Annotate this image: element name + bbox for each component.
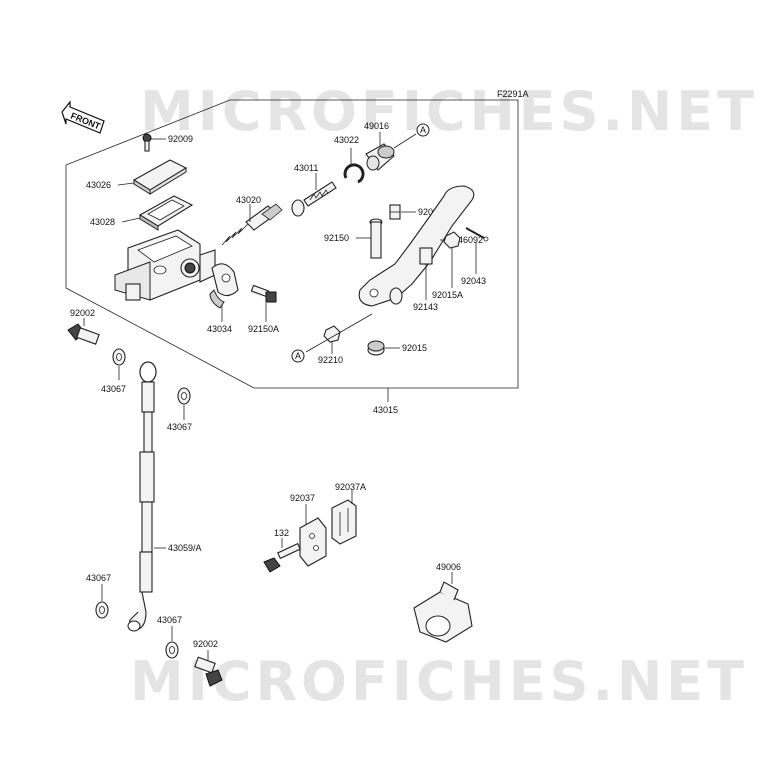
pivot-bolt-92150[interactable] bbox=[369, 218, 383, 259]
label-92002-top: 92002 bbox=[70, 308, 95, 318]
label-92043: 92043 bbox=[461, 276, 486, 286]
circlip-43022[interactable] bbox=[343, 163, 365, 184]
label-43067-b: 43067 bbox=[167, 422, 192, 432]
label-92150: 92150 bbox=[324, 233, 349, 243]
nut-92015[interactable] bbox=[367, 340, 385, 356]
label-49006: 49006 bbox=[436, 562, 461, 572]
watermark-top: MICROFICHES.NET bbox=[140, 80, 758, 143]
label-46092: 46092 bbox=[458, 235, 483, 245]
clamp-43034[interactable] bbox=[209, 263, 239, 309]
washer-43067-d[interactable] bbox=[165, 641, 179, 659]
assembly-outline bbox=[65, 99, 519, 389]
adjuster-92028[interactable] bbox=[389, 204, 401, 220]
screw-92009[interactable] bbox=[142, 133, 152, 152]
label-43026: 43026 bbox=[86, 180, 111, 190]
label-92028: 92028 bbox=[418, 207, 443, 217]
washer-43067-c[interactable] bbox=[95, 601, 109, 619]
watermark-bottom: MICROFICHES.NET bbox=[130, 650, 748, 713]
label-43034: 43034 bbox=[207, 324, 232, 334]
label-92002-bottom: 92002 bbox=[193, 639, 218, 649]
svg-text:A: A bbox=[420, 125, 426, 135]
label-43067-d: 43067 bbox=[157, 615, 182, 625]
label-92210: 92210 bbox=[318, 355, 343, 365]
cotter-pin-92043[interactable] bbox=[465, 227, 489, 242]
washer-43067-a[interactable] bbox=[112, 348, 126, 366]
label-43011: 43011 bbox=[294, 163, 318, 173]
bolt-132[interactable] bbox=[263, 542, 301, 573]
bolt-92150A[interactable] bbox=[250, 284, 277, 303]
holder-49006[interactable] bbox=[413, 581, 473, 643]
svg-text:A: A bbox=[295, 351, 301, 361]
label-92143: 92143 bbox=[413, 302, 438, 312]
bolt-43011[interactable] bbox=[291, 181, 337, 217]
label-92037: 92037 bbox=[290, 493, 315, 503]
label-92150A: 92150A bbox=[248, 324, 279, 334]
label-43015: 43015 bbox=[373, 405, 398, 415]
washer-43067-b[interactable] bbox=[177, 387, 191, 405]
label-43067-a: 43067 bbox=[101, 384, 126, 394]
nut-92210[interactable] bbox=[323, 325, 341, 343]
label-43028: 43028 bbox=[90, 217, 115, 227]
reservoir-cap-43026[interactable] bbox=[132, 159, 188, 195]
diaphragm-43028[interactable] bbox=[138, 195, 194, 231]
dust-boot-49016[interactable] bbox=[365, 143, 395, 171]
bracket-92037[interactable] bbox=[299, 517, 327, 567]
bracket-92037A[interactable] bbox=[331, 499, 357, 545]
label-43022: 43022 bbox=[334, 135, 359, 145]
brake-lever-46092[interactable] bbox=[358, 185, 475, 307]
master-cylinder-body[interactable] bbox=[114, 229, 216, 301]
label-132: 132 bbox=[274, 528, 289, 538]
label-92037A: 92037A bbox=[335, 482, 366, 492]
label-43059: 43059/A bbox=[168, 543, 202, 553]
label-43067-c: 43067 bbox=[86, 573, 111, 583]
pivot-spring bbox=[389, 287, 403, 305]
banjo-bolt-92002-top[interactable] bbox=[67, 323, 100, 345]
label-92015A: 92015A bbox=[432, 290, 463, 300]
label-49016: 49016 bbox=[364, 121, 389, 131]
front-arrow-icon: FRONT bbox=[61, 100, 105, 134]
label-43020: 43020 bbox=[236, 195, 261, 205]
brake-hose-43059[interactable] bbox=[127, 361, 157, 632]
figure-code: F2291A bbox=[497, 89, 529, 99]
nut-92015A[interactable] bbox=[443, 231, 461, 249]
banjo-bolt-92002-bottom[interactable] bbox=[194, 656, 223, 687]
ref-marker-a-top: A bbox=[416, 123, 430, 137]
label-92009: 92009 bbox=[168, 134, 193, 144]
ref-marker-a-bottom: A bbox=[291, 349, 305, 363]
piston-kit-43020[interactable] bbox=[221, 203, 283, 246]
collar-92143[interactable] bbox=[419, 247, 433, 265]
label-92015: 92015 bbox=[402, 343, 427, 353]
